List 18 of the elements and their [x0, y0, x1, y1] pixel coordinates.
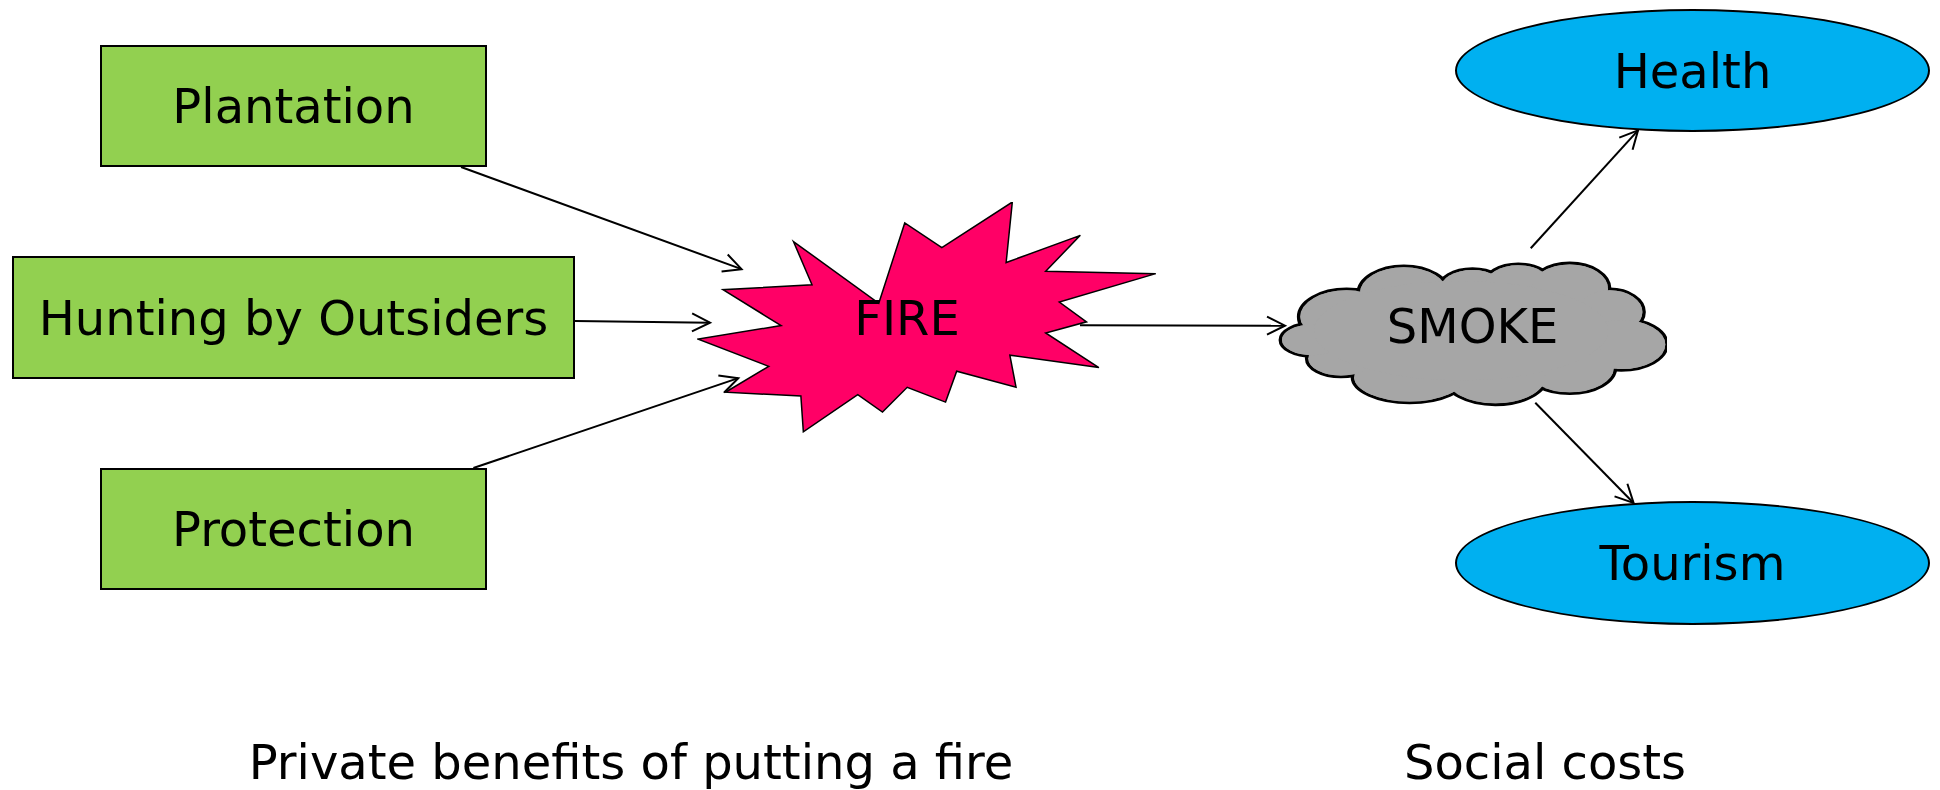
node-label: Protection: [172, 500, 415, 559]
arrow: [472, 374, 740, 469]
process-box: [100, 45, 487, 167]
arrow: [1079, 315, 1286, 336]
node-label: Plantation: [172, 77, 415, 136]
node-label: FIRE: [854, 288, 960, 348]
node-label: Tourism: [1599, 534, 1786, 593]
arrow: [460, 166, 743, 273]
caption-text: Social costs: [1403, 733, 1687, 790]
caption-text: Private benefits of putting a fire: [248, 733, 1014, 790]
node-label: SMOKE: [1386, 297, 1559, 356]
process-box: [12, 256, 575, 379]
node-label: Health: [1613, 41, 1772, 101]
node-label: Hunting by Outsiders: [38, 288, 549, 348]
arrow: [1534, 401, 1635, 504]
arrow: [574, 312, 712, 333]
arrow: [1529, 129, 1640, 250]
process-box: [100, 468, 487, 590]
